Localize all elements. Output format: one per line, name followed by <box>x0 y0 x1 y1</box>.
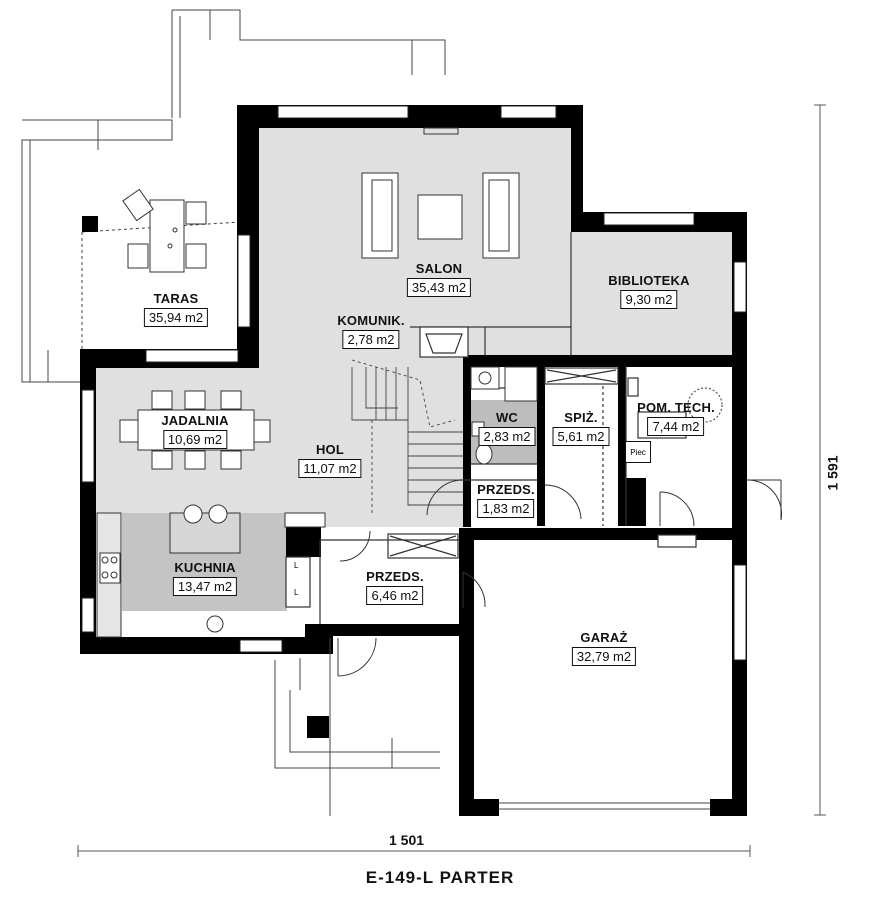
room-name: KUCHNIA <box>174 560 236 575</box>
bath-fixtures <box>470 366 538 465</box>
room-area: 2,78 m2 <box>342 330 400 349</box>
room-name: JADALNIA <box>161 413 229 428</box>
room-area: 10,69 m2 <box>162 430 228 449</box>
terrace-lines <box>21 9 446 383</box>
salon-furniture <box>361 127 520 259</box>
room-label-salon: SALON 35,43 m2 <box>406 261 472 297</box>
windows <box>81 105 747 661</box>
room-area: 1,83 m2 <box>477 499 535 518</box>
room-name: TARAS <box>153 291 199 306</box>
room-area: 5,61 m2 <box>552 427 610 446</box>
terrace-furniture <box>122 188 207 273</box>
stove-fixture: Piec <box>625 441 651 463</box>
garage-door <box>499 802 710 810</box>
room-name: KOMUNIK. <box>337 313 405 328</box>
room-area: 35,94 m2 <box>143 308 209 327</box>
room-label-garaz: GARAŻ 32,79 m2 <box>571 630 637 666</box>
room-label-jadalnia: JADALNIA 10,69 m2 <box>161 414 228 449</box>
room-area: 35,43 m2 <box>406 278 472 297</box>
room-label-taras: TARAS 35,94 m2 <box>143 291 209 327</box>
room-label-wc: WC 2,83 m2 <box>478 410 536 446</box>
hanger-label-1: L <box>294 561 299 570</box>
room-label-pom-tech: POM. TECH. 7,44 m2 <box>637 401 715 436</box>
room-area: 13,47 m2 <box>172 577 238 596</box>
room-area: 11,07 m2 <box>298 459 362 478</box>
room-name: SPIŻ. <box>564 410 598 425</box>
room-area: 9,30 m2 <box>620 290 678 309</box>
doors <box>337 479 783 677</box>
room-label-spiz: SPIŻ. 5,61 m2 <box>552 410 610 446</box>
room-area: 32,79 m2 <box>571 647 637 666</box>
height-dimension: 1 591 <box>824 455 841 491</box>
room-name: WC <box>495 410 519 425</box>
room-name: PRZEDS. <box>477 482 535 497</box>
floor-hol <box>258 355 463 527</box>
room-name: BIBLIOTEKA <box>608 273 690 288</box>
dimension-lines <box>77 104 826 857</box>
room-label-kuchnia: KUCHNIA 13,47 m2 <box>172 560 238 596</box>
room-label-komunik: KOMUNIK. 2,78 m2 <box>337 314 404 349</box>
porch-lines <box>274 638 440 816</box>
width-dimension: 1 501 <box>389 832 425 848</box>
room-name: SALON <box>415 261 463 276</box>
partitions <box>285 232 723 624</box>
room-area: 6,46 m2 <box>366 586 424 605</box>
floor-salon <box>258 128 571 355</box>
staircase <box>351 359 463 515</box>
plan-title: E-149-L PARTER <box>365 868 515 887</box>
room-label-biblioteka: BIBLIOTEKA 9,30 m2 <box>608 273 690 309</box>
room-name: POM. TECH. <box>637 400 715 415</box>
room-name: HOL <box>315 442 345 457</box>
hanger-label-2: L <box>294 588 299 597</box>
room-area: 2,83 m2 <box>478 427 536 446</box>
room-name: PRZEDS. <box>366 569 424 584</box>
room-label-przeds-small: PRZEDS. 1,83 m2 <box>477 483 535 518</box>
room-label-hol: HOL 11,07 m2 <box>298 442 362 478</box>
room-label-przeds-main: PRZEDS. 6,46 m2 <box>366 570 424 605</box>
room-area: 7,44 m2 <box>647 417 705 436</box>
kitchen-furniture <box>96 504 326 638</box>
stove-label: Piec <box>630 447 646 457</box>
room-name: GARAŻ <box>580 630 628 645</box>
